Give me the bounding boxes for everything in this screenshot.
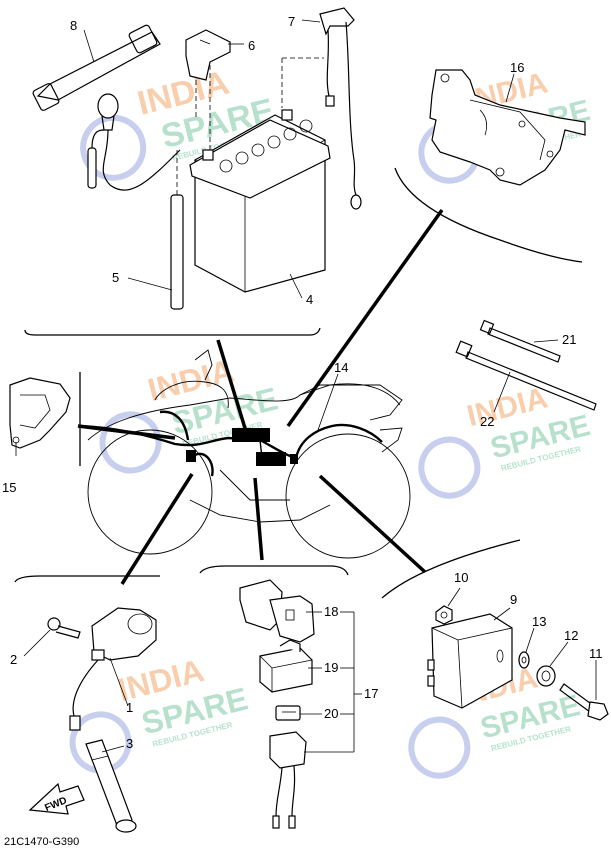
callout-20: 20 xyxy=(324,706,338,721)
callout-22: 22 xyxy=(480,414,494,429)
callout-16: 16 xyxy=(510,60,524,75)
unit-section-border xyxy=(381,539,521,599)
part-15-bracket[interactable] xyxy=(9,377,71,449)
callout-12: 12 xyxy=(564,628,578,643)
part-16-mount-plate[interactable] xyxy=(429,69,586,186)
callout-7: 7 xyxy=(288,14,295,29)
part-5-battery-hose[interactable] xyxy=(170,65,211,310)
relay-section-border xyxy=(199,565,349,576)
watermark-bottom: INDIA SPARE REBUILD TOGETHER xyxy=(69,652,251,774)
leader-line xyxy=(493,371,511,413)
watermark-logo-icon xyxy=(418,436,481,499)
callout-8: 8 xyxy=(70,18,77,33)
part-19-relay[interactable] xyxy=(259,639,313,693)
part-18-relay-cover[interactable] xyxy=(239,579,315,643)
part-1-ignition-coil[interactable] xyxy=(69,607,157,731)
part-12-collar[interactable] xyxy=(536,665,556,687)
leader-line xyxy=(493,607,511,621)
leader-line xyxy=(23,629,51,657)
leader-line xyxy=(301,19,321,23)
callout-9: 9 xyxy=(510,592,517,607)
connector-line-coil xyxy=(120,473,194,585)
callout-5: 5 xyxy=(112,270,119,285)
motorcycle-silhouette xyxy=(87,349,411,559)
watermark-logo-icon xyxy=(99,411,162,474)
leader-line xyxy=(289,273,303,299)
watermark-logo-icon xyxy=(408,716,471,779)
callout-14: 14 xyxy=(334,360,348,375)
mount-section-border xyxy=(394,167,583,263)
fwd-arrow-icon: FWD xyxy=(28,782,85,815)
callout-21: 21 xyxy=(562,332,576,347)
callout-17: 17 xyxy=(364,686,378,701)
connector-line-battery xyxy=(216,339,250,439)
diagram-code: 21C1470-G390 xyxy=(4,836,79,848)
part-9-control-unit[interactable] xyxy=(427,613,513,709)
part-17-bracket-line xyxy=(340,611,362,752)
part-14-wire-harness[interactable] xyxy=(79,410,383,477)
part-7-battery-cable[interactable] xyxy=(281,7,362,210)
part-11-bolt[interactable] xyxy=(559,683,609,721)
callout-4: 4 xyxy=(306,292,313,307)
leader-line xyxy=(447,587,461,607)
leader-line xyxy=(83,29,95,63)
callout-2: 2 xyxy=(10,652,17,667)
part-10-nut[interactable] xyxy=(435,605,453,625)
callout-10: 10 xyxy=(454,570,468,585)
coil-section-border xyxy=(14,575,160,583)
leader-line xyxy=(525,627,535,653)
leader-line xyxy=(127,277,173,291)
callout-18: 18 xyxy=(324,604,338,619)
part-2-bolt[interactable] xyxy=(47,617,81,639)
leader-line xyxy=(317,373,339,431)
callout-13: 13 xyxy=(532,614,546,629)
part-22-cable-tie[interactable] xyxy=(455,340,597,411)
connector-line-unit xyxy=(318,474,427,574)
part-3-plug-cap[interactable] xyxy=(85,739,137,833)
callout-3: 3 xyxy=(126,736,133,751)
battery-section-border xyxy=(24,327,321,336)
part-8-battery-band[interactable] xyxy=(32,24,161,111)
battery-breather-part xyxy=(87,93,181,191)
part-20-fuse[interactable] xyxy=(275,705,301,721)
part-6-terminal-cover[interactable] xyxy=(185,29,231,120)
connector-line-relay xyxy=(253,477,264,561)
leader-line xyxy=(533,339,559,343)
part-4-battery[interactable] xyxy=(189,109,331,293)
watermark-middle-right: INDIA SPARE REBUILD TOGETHER xyxy=(418,381,593,499)
callout-19: 19 xyxy=(324,660,338,675)
part-21-cable-tie[interactable] xyxy=(479,319,561,363)
leader-line xyxy=(549,641,569,667)
leader-line xyxy=(109,657,129,707)
callout-1: 1 xyxy=(126,700,133,715)
watermark-logo-icon xyxy=(80,114,147,181)
callout-6: 6 xyxy=(248,38,255,53)
fuse-holder-part xyxy=(269,731,307,829)
leader-line xyxy=(101,745,125,753)
part-13-washer[interactable] xyxy=(518,651,530,669)
callout-11: 11 xyxy=(589,646,603,661)
callout-15: 15 xyxy=(2,480,16,495)
leader-line xyxy=(505,73,515,103)
